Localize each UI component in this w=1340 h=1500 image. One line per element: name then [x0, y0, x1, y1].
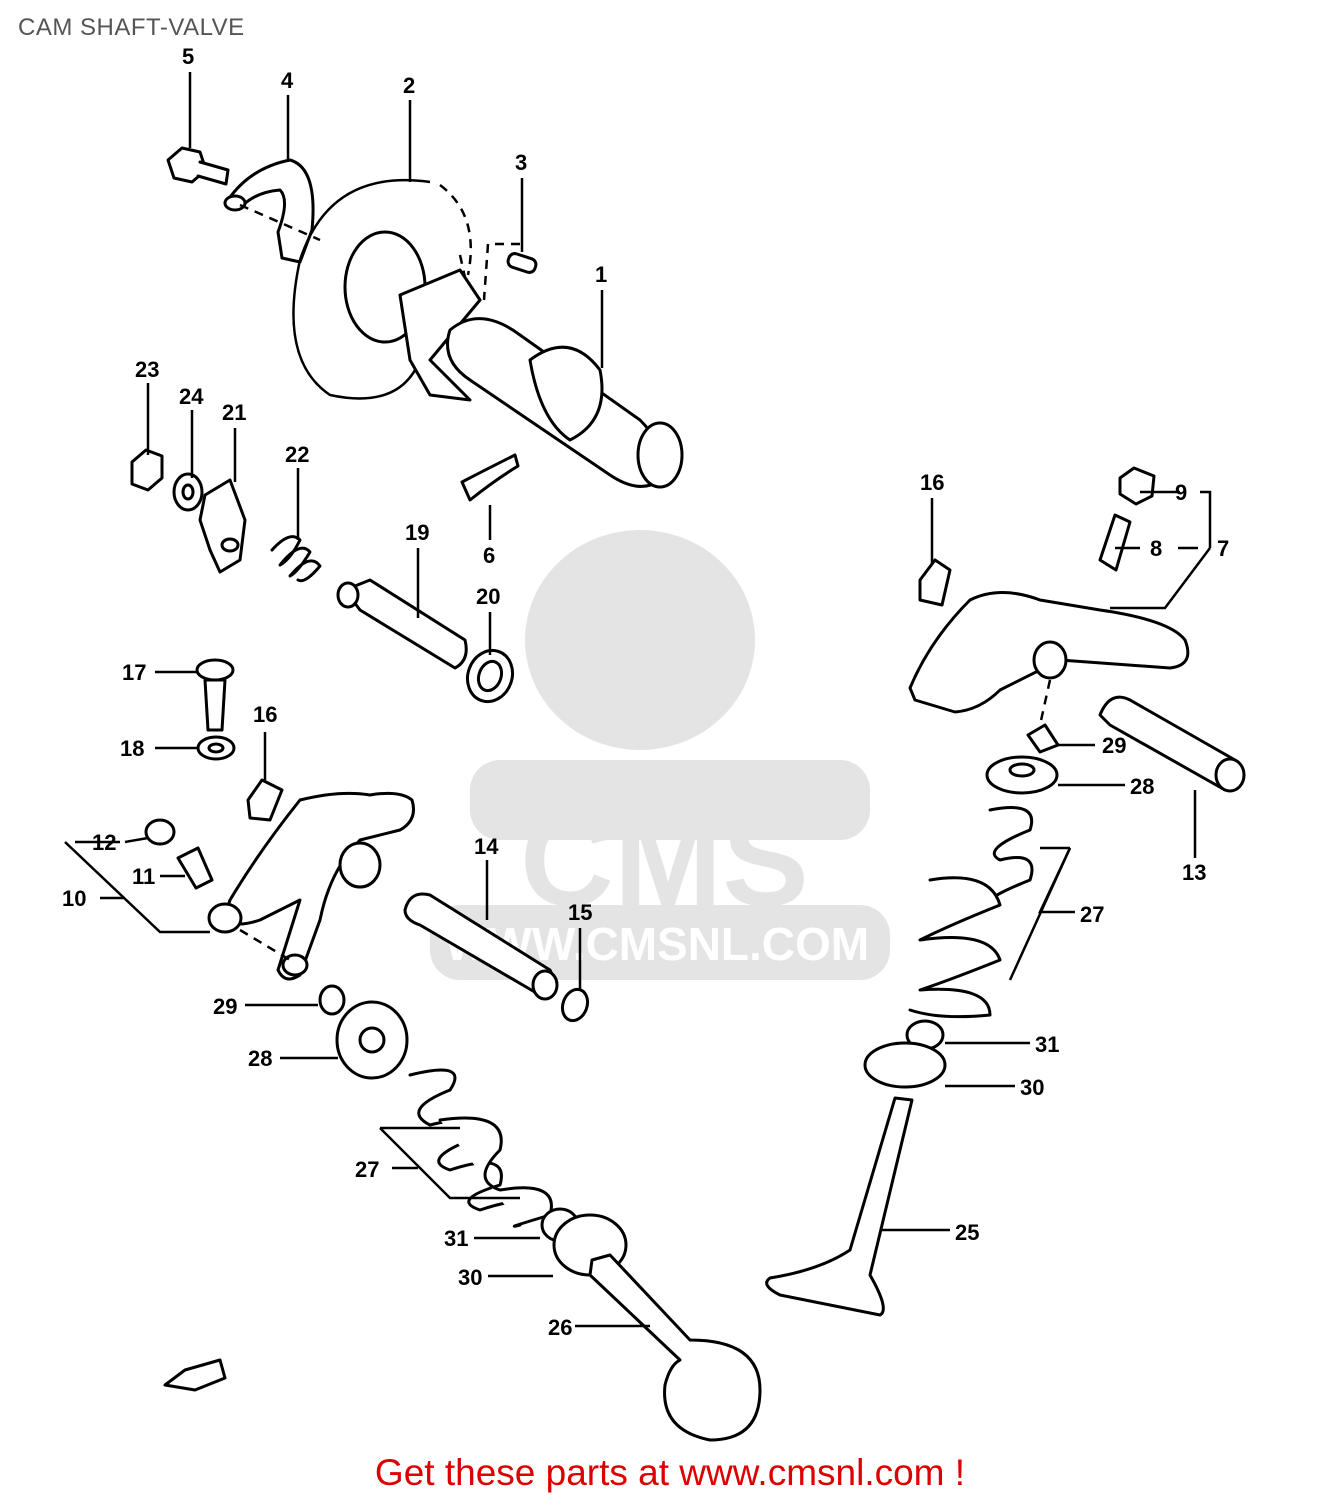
callout-7[interactable]: 7 [1217, 536, 1229, 561]
pin-part [482, 242, 538, 301]
rocker-shaft-left-part [403, 892, 559, 1001]
callout-12[interactable]: 12 [92, 830, 116, 855]
callout-30-right[interactable]: 30 [1020, 1075, 1044, 1100]
callout-9[interactable]: 9 [1175, 480, 1187, 505]
camshaft-part [398, 268, 684, 502]
spring-part [270, 535, 322, 583]
callout-13[interactable]: 13 [1182, 860, 1206, 885]
callout-14[interactable]: 14 [474, 834, 499, 859]
callout-10[interactable]: 10 [62, 886, 86, 911]
callout-31-right[interactable]: 31 [1035, 1032, 1059, 1057]
footer-link[interactable]: Get these parts at www.cmsnl.com ! [374, 1452, 966, 1493]
decomp-lever-part [198, 478, 247, 574]
cap-nut-part [144, 818, 176, 846]
callout-27-right[interactable]: 27 [1080, 902, 1104, 927]
callout-27-left[interactable]: 27 [355, 1157, 379, 1182]
callout-3[interactable]: 3 [515, 150, 527, 175]
oil-seal-part [465, 648, 515, 704]
callout-5[interactable]: 5 [182, 44, 194, 69]
cap-nut-right [1118, 466, 1156, 506]
o-ring-part [560, 987, 590, 1023]
valve-spring-left-part [408, 1068, 553, 1228]
callout-4[interactable]: 4 [281, 68, 294, 93]
bolt-part [166, 146, 230, 186]
leader-lines [64, 72, 1212, 1328]
callout-6[interactable]: 6 [483, 543, 495, 568]
callout-1[interactable]: 1 [595, 262, 607, 287]
adjust-screw-part [176, 846, 214, 890]
rocker-shaft-right-part [1098, 695, 1246, 793]
watermark: CMS WWW.CMSNL.COM [430, 530, 890, 980]
retainer-part-right [985, 755, 1059, 795]
callout-22[interactable]: 22 [285, 442, 309, 467]
rocker-arm-left-part [207, 791, 415, 981]
callout-15[interactable]: 15 [568, 900, 592, 925]
rocker-arm-right-part [908, 591, 1190, 726]
callout-18[interactable]: 18 [120, 736, 144, 761]
adjust-screw-right [1098, 513, 1132, 572]
shim-part-left [246, 778, 284, 822]
retainer-part-left [335, 1000, 409, 1080]
callout-labels: 1 2 3 4 5 6 7 8 9 10 11 12 13 14 15 16 1… [62, 44, 1229, 1340]
callout-16-right[interactable]: 16 [920, 470, 944, 495]
spring-seat-right [863, 1041, 947, 1089]
callout-16-left[interactable]: 16 [253, 702, 277, 727]
callout-17[interactable]: 17 [122, 660, 146, 685]
callout-25[interactable]: 25 [955, 1220, 979, 1245]
callout-28-right[interactable]: 28 [1130, 774, 1154, 799]
front-arrow-icon [163, 1358, 227, 1392]
washer-part [172, 472, 204, 512]
valve-left-part [588, 1253, 762, 1442]
callout-11[interactable]: 11 [132, 864, 155, 889]
callout-23[interactable]: 23 [135, 357, 159, 382]
decomp-shaft-part [336, 578, 468, 670]
shim-part-right [918, 558, 952, 607]
callout-30-left[interactable]: 30 [458, 1265, 482, 1290]
callout-20[interactable]: 20 [476, 584, 500, 609]
cotter-part-right [1026, 723, 1060, 754]
callout-8[interactable]: 8 [1150, 536, 1162, 561]
callout-29-left[interactable]: 29 [213, 994, 237, 1019]
valve-right-part [765, 1096, 914, 1317]
cotter-part-left [318, 984, 346, 1016]
page-title: CAM SHAFT-VALVE [18, 14, 245, 41]
nut-part [130, 448, 164, 492]
valve-spring-right-part [908, 806, 1034, 1019]
lock-nut-part [196, 735, 236, 761]
adjust-bolt-part [195, 658, 235, 732]
callout-2[interactable]: 2 [403, 73, 415, 98]
callout-24[interactable]: 24 [179, 384, 204, 409]
callout-26[interactable]: 26 [548, 1315, 572, 1340]
callout-19[interactable]: 19 [405, 520, 429, 545]
callout-31-left[interactable]: 31 [444, 1226, 468, 1251]
callout-21[interactable]: 21 [222, 400, 246, 425]
callout-28-left[interactable]: 28 [248, 1046, 272, 1071]
callout-29-right[interactable]: 29 [1102, 733, 1126, 758]
